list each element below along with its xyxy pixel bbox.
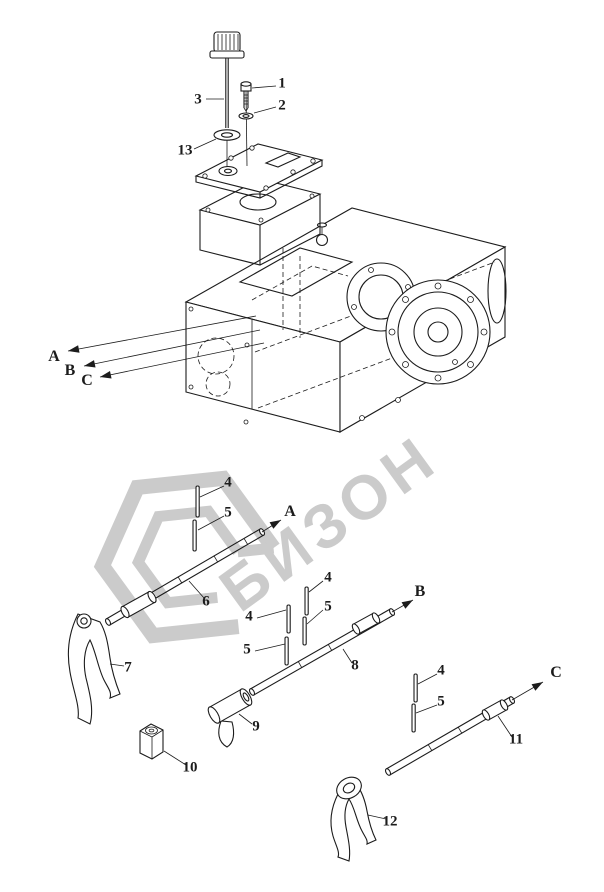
bearing-flange-large xyxy=(385,279,491,385)
breather-plug-assembly xyxy=(209,31,245,167)
watermark: БИЗОН xyxy=(93,422,451,644)
seal-washer-13 xyxy=(213,129,241,141)
shift-fork-7 xyxy=(67,613,121,725)
arrow-c-head xyxy=(100,371,112,379)
selector-pins-rail-6 xyxy=(192,485,200,552)
pin-4 xyxy=(304,586,309,616)
selector-pins-rail-8 xyxy=(284,586,309,666)
bolt-1 xyxy=(240,81,252,167)
shift-rail-8 xyxy=(248,599,414,696)
watermark-logo xyxy=(93,470,280,644)
arrow-a-head xyxy=(68,345,80,353)
selector-pins-rail-11 xyxy=(411,673,418,733)
guide-block-10 xyxy=(139,723,164,760)
shift-rail-6 xyxy=(104,519,282,626)
shift-fork-9 xyxy=(207,688,253,748)
rail-6-arrow-a-head xyxy=(269,520,281,529)
washer-2 xyxy=(238,112,254,120)
cover-mount-tower xyxy=(198,178,322,266)
pin-5 xyxy=(411,703,416,733)
top-opening xyxy=(238,247,354,297)
shift-rail-11 xyxy=(384,681,544,776)
end-flange xyxy=(487,258,507,324)
axis-arrows-left xyxy=(67,315,265,379)
pin-5 xyxy=(284,636,289,666)
watermark-text: БИЗОН xyxy=(208,422,451,625)
rail-8-arrow-b-head xyxy=(401,600,413,609)
shift-fork-12 xyxy=(330,776,377,862)
top-cover-plate xyxy=(194,143,324,199)
arrow-b-head xyxy=(84,360,96,368)
leader-lines xyxy=(109,85,513,820)
pin-5 xyxy=(302,616,307,646)
pin-4 xyxy=(413,673,418,703)
pin-5 xyxy=(192,519,197,552)
gearbox-housing xyxy=(184,178,507,433)
pin-4 xyxy=(195,485,200,518)
hidden-bore-upper xyxy=(197,337,235,375)
hidden-bore-lower xyxy=(205,371,231,397)
pin-4 xyxy=(286,604,291,634)
rail-11-arrow-c-head xyxy=(531,682,543,691)
